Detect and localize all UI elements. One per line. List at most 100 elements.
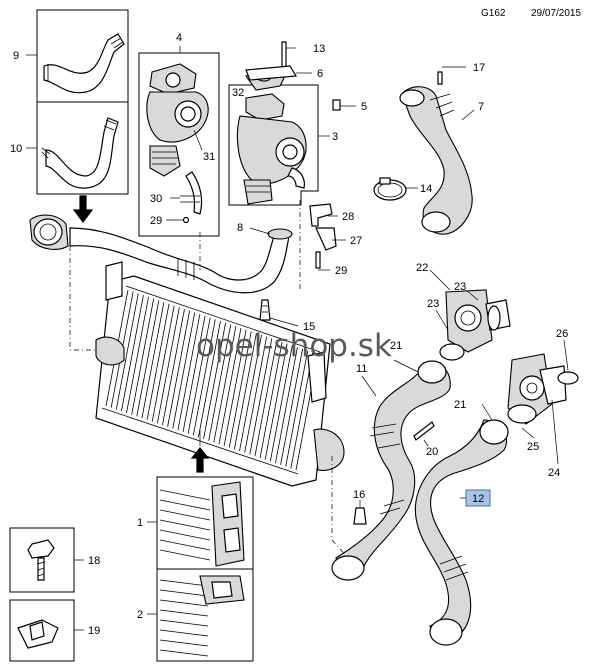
intercooler-fin [115, 293, 139, 410]
intercooler-fin [285, 350, 309, 467]
intercooler-fin [228, 331, 252, 448]
gasket-6 [245, 65, 298, 81]
intercooler-fin [218, 327, 242, 445]
intercooler-fin [151, 305, 175, 422]
leader-25 [521, 427, 535, 439]
intercooler-fin [259, 341, 283, 458]
callout-12: 12 [472, 493, 484, 505]
callout-26: 26 [556, 328, 568, 340]
callout-29b: 29 [335, 265, 347, 277]
leader-23a [465, 289, 479, 301]
callout-31: 31 [203, 151, 215, 163]
leader-24 [551, 399, 559, 465]
intercooler-fin [280, 348, 303, 465]
intercooler-fin [126, 296, 149, 413]
intercooler-fin [136, 300, 160, 417]
intercooler-fin [239, 334, 262, 452]
leader-21b [481, 403, 493, 421]
intercooler-fin [264, 343, 288, 460]
callout-14: 14 [420, 183, 432, 195]
leader-26 [563, 339, 569, 371]
leader-21a [393, 359, 419, 373]
intercooler-fin [162, 308, 185, 426]
callout-30: 30 [150, 193, 162, 205]
callout-29a: 29 [150, 215, 162, 227]
leader-31 [193, 129, 203, 151]
callout-32: 32 [232, 87, 244, 99]
intercooler-fin [156, 307, 180, 424]
intercooler [95, 261, 345, 487]
bracket-28 [309, 203, 337, 269]
callout-25: 25 [527, 441, 539, 453]
intercooler-fin [275, 347, 298, 464]
callout-24: 24 [548, 467, 560, 479]
intercooler-fin [254, 340, 278, 457]
intercooler-fin [121, 295, 144, 412]
throttle-body-22 [439, 289, 511, 361]
callout-5: 5 [361, 101, 367, 113]
diagram-date: 29/07/2015 [531, 8, 582, 19]
leader-20 [423, 439, 429, 447]
arrow-down-icon [72, 195, 94, 223]
callout-28: 28 [342, 211, 354, 223]
callout-23a: 23 [454, 281, 466, 293]
sensor-16 [353, 507, 367, 525]
detail-box-2 [156, 568, 254, 662]
callout-10: 10 [10, 143, 22, 155]
dashline-bottom [331, 456, 351, 561]
intercooler-fin [213, 326, 237, 443]
leader-22 [429, 269, 451, 291]
bolt-box-18 [9, 527, 75, 593]
intercooler-fin [269, 345, 293, 462]
leader-15 [269, 317, 299, 327]
callout-6: 6 [317, 68, 323, 80]
intercooler-fin [141, 302, 165, 419]
callout-17: 17 [473, 62, 485, 74]
clamp-14 [373, 177, 407, 201]
clip-box-19 [9, 599, 75, 662]
intercooler-fin [208, 324, 232, 441]
intercooler-fin [192, 319, 216, 436]
inset-box-10 [36, 101, 129, 195]
valve-24 [507, 353, 579, 425]
hose-7 [399, 71, 473, 235]
callout-21b: 21 [454, 399, 466, 411]
callout-22: 22 [416, 262, 428, 274]
callout-27: 27 [350, 235, 362, 247]
callout-16: 16 [353, 489, 365, 501]
intercooler-fin [223, 329, 247, 446]
callout-19: 19 [88, 625, 100, 637]
callout-9: 9 [13, 50, 19, 62]
intercooler-fin [131, 298, 155, 415]
sensor-20 [413, 421, 435, 441]
intercooler-fin [244, 336, 268, 453]
intercooler-fin [249, 338, 273, 455]
intercooler-fin [187, 317, 211, 434]
sensor-15 [259, 299, 271, 321]
callout-23b: 23 [427, 298, 439, 310]
hose-12 [414, 419, 509, 646]
leader-23b [435, 309, 449, 331]
inset-box-9 [36, 9, 129, 103]
intercooler-fin [198, 321, 221, 438]
turbo-box-4 [138, 52, 220, 237]
dashline-left [69, 246, 96, 351]
nut-5 [332, 99, 341, 111]
callout-1: 1 [137, 517, 143, 529]
callout-11: 11 [356, 363, 367, 375]
callout-20: 20 [426, 446, 438, 458]
leader-8 [249, 227, 271, 235]
arrow-up-icon [190, 447, 210, 473]
callout-15: 15 [303, 321, 315, 333]
intercooler-fin [167, 310, 191, 427]
intercooler-fin [203, 322, 226, 439]
diagram-code: G162 [481, 8, 506, 19]
callout-21a: 21 [390, 340, 402, 352]
intercooler-fin [182, 315, 206, 433]
callout-13: 13 [313, 43, 325, 55]
leader-11 [361, 375, 377, 397]
callout-7: 7 [478, 101, 484, 113]
intercooler-fin [172, 312, 196, 429]
bolt-13 [281, 41, 287, 69]
